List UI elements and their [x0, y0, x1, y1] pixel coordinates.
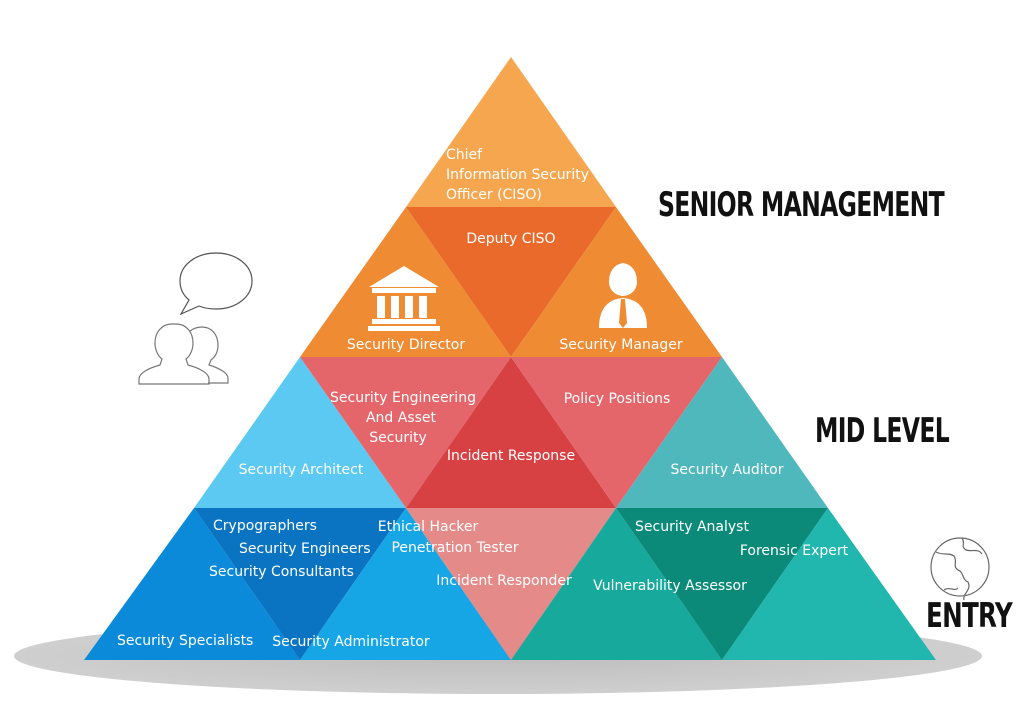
tile-security-analyst [616, 508, 828, 660]
label-ciso-line1: Chief [446, 147, 483, 163]
tile-security-specialists [84, 508, 300, 660]
tile-forensic-expert [722, 508, 936, 660]
label-security-specialists: Security Specialists [117, 633, 253, 649]
label-deputy-ciso: Deputy CISO [466, 231, 555, 247]
tile-ciso [406, 57, 616, 207]
tile-security-architect [194, 357, 406, 508]
tile-deputy-ciso [406, 207, 616, 357]
label-security-administrator: Security Administrator [272, 634, 430, 650]
tier-label-entry: ENTRY [926, 596, 1013, 636]
tile-cryptographers [194, 508, 406, 660]
tile-security-administrator [300, 508, 511, 660]
tier-label-senior: SENIOR MANAGEMENT [658, 185, 945, 225]
label-engineering-line1: Security Engineering [330, 390, 476, 406]
label-engineering-line2: And Asset [366, 410, 437, 426]
label-security-manager: Security Manager [559, 337, 683, 353]
businessman-icon [599, 263, 647, 328]
label-security-analyst: Security Analyst [635, 519, 749, 535]
label-incident-responder: Incident Responder [436, 573, 572, 589]
label-ciso-line3: Officer (CISO) [446, 187, 542, 203]
label-security-architect: Security Architect [239, 462, 364, 478]
globe-icon [930, 537, 990, 601]
speech-bubble-icon [179, 252, 253, 316]
label-penetration-tester: Penetration Tester [391, 540, 518, 556]
tile-vulnerability-left [511, 508, 722, 660]
label-security-consultants: Security Consultants [209, 564, 354, 580]
label-vulnerability-assessor: Vulnerability Assessor [593, 578, 747, 594]
label-forensic-expert: Forensic Expert [740, 543, 849, 559]
people-icon [138, 323, 229, 385]
tile-security-engineering [300, 357, 511, 508]
label-ciso-line2: Information Security [446, 167, 589, 183]
label-cryptographers: Crypographers [213, 518, 317, 534]
label-security-engineers: Security Engineers [239, 541, 371, 557]
tile-security-auditor [616, 357, 828, 508]
label-ethical-hacker: Ethical Hacker [378, 519, 479, 535]
tier-label-mid: MID LEVEL [815, 411, 949, 451]
building-icon [368, 266, 440, 331]
tile-policy-positions [511, 357, 722, 508]
tile-ethical-hacker [406, 508, 616, 660]
label-engineering-line3: Security [369, 430, 427, 446]
label-security-auditor: Security Auditor [671, 462, 784, 478]
tile-incident-response [406, 357, 616, 508]
label-policy-positions: Policy Positions [564, 391, 671, 407]
label-incident-response: Incident Response [447, 448, 575, 464]
label-security-director: Security Director [347, 337, 465, 353]
